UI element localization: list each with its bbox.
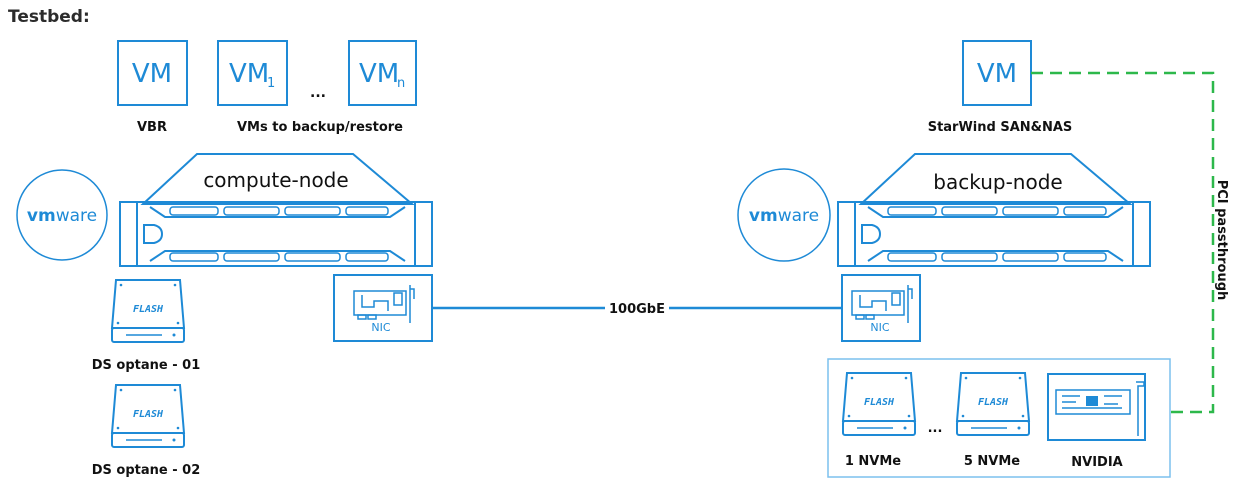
nvme-last-label: 5 NVMe bbox=[964, 454, 1020, 469]
pci-passthrough-label: PCI passthrough bbox=[1214, 180, 1229, 301]
vm-box-text: VM bbox=[359, 59, 399, 89]
vm-subscript: n bbox=[397, 76, 405, 91]
vmware-logo-backup: vmware bbox=[737, 168, 831, 262]
datastore-optane-01: FLASH DS optane - 01 bbox=[92, 279, 201, 373]
svg-text:vmware: vmware bbox=[749, 206, 819, 226]
datastore-optane-02: FLASH DS optane - 02 bbox=[92, 384, 201, 478]
compute-node-label: compute-node bbox=[203, 168, 348, 192]
vm-subscript: 1 bbox=[267, 76, 275, 91]
vbr-label: VBR bbox=[137, 120, 167, 135]
vm-ellipsis: ... bbox=[310, 85, 326, 101]
vms-group-label: VMs to backup/restore bbox=[237, 120, 403, 135]
vm-1: VM 1 bbox=[217, 40, 288, 106]
vmware-logo-compute: vmware bbox=[16, 169, 108, 261]
starwind-label: StarWind SAN&NAS bbox=[928, 120, 1073, 135]
backup-storage-group: FLASH 1 NVMe ... FLASH 5 NVMe NVIDIA bbox=[827, 358, 1171, 478]
nvme-ellipsis: ... bbox=[928, 421, 943, 436]
nic-compute: NIC bbox=[333, 274, 433, 342]
nic-backup: NIC bbox=[841, 274, 921, 342]
link-speed-label: 100GbE bbox=[609, 302, 665, 317]
pci-passthrough-line bbox=[1031, 71, 1215, 414]
flash-text: FLASH bbox=[978, 397, 1009, 408]
flash-text: FLASH bbox=[864, 397, 895, 408]
backup-node-label: backup-node bbox=[933, 170, 1062, 194]
nvme-first-label: 1 NVMe bbox=[845, 454, 901, 469]
vm-vbr: VM VBR bbox=[117, 40, 188, 135]
gpu-label: NVIDIA bbox=[1071, 455, 1122, 470]
datastore-label: DS optane - 01 bbox=[92, 358, 201, 373]
vm-n: VM n bbox=[348, 40, 417, 106]
flash-text: FLASH bbox=[133, 304, 164, 315]
backup-node-server: backup-node bbox=[837, 153, 1151, 267]
nic-label: NIC bbox=[371, 321, 390, 334]
vm-box-text: VM bbox=[229, 59, 269, 89]
vm-starwind: VM StarWind SAN&NAS bbox=[928, 40, 1073, 135]
flash-text: FLASH bbox=[133, 409, 164, 420]
svg-text:vmware: vmware bbox=[27, 206, 97, 226]
vm-box-text: VM bbox=[132, 59, 172, 89]
compute-node-server: compute-node bbox=[119, 153, 433, 267]
nic-label: NIC bbox=[870, 321, 889, 334]
section-title: Testbed: bbox=[8, 7, 90, 27]
vm-box-text: VM bbox=[977, 59, 1017, 89]
datastore-label: DS optane - 02 bbox=[92, 463, 201, 478]
